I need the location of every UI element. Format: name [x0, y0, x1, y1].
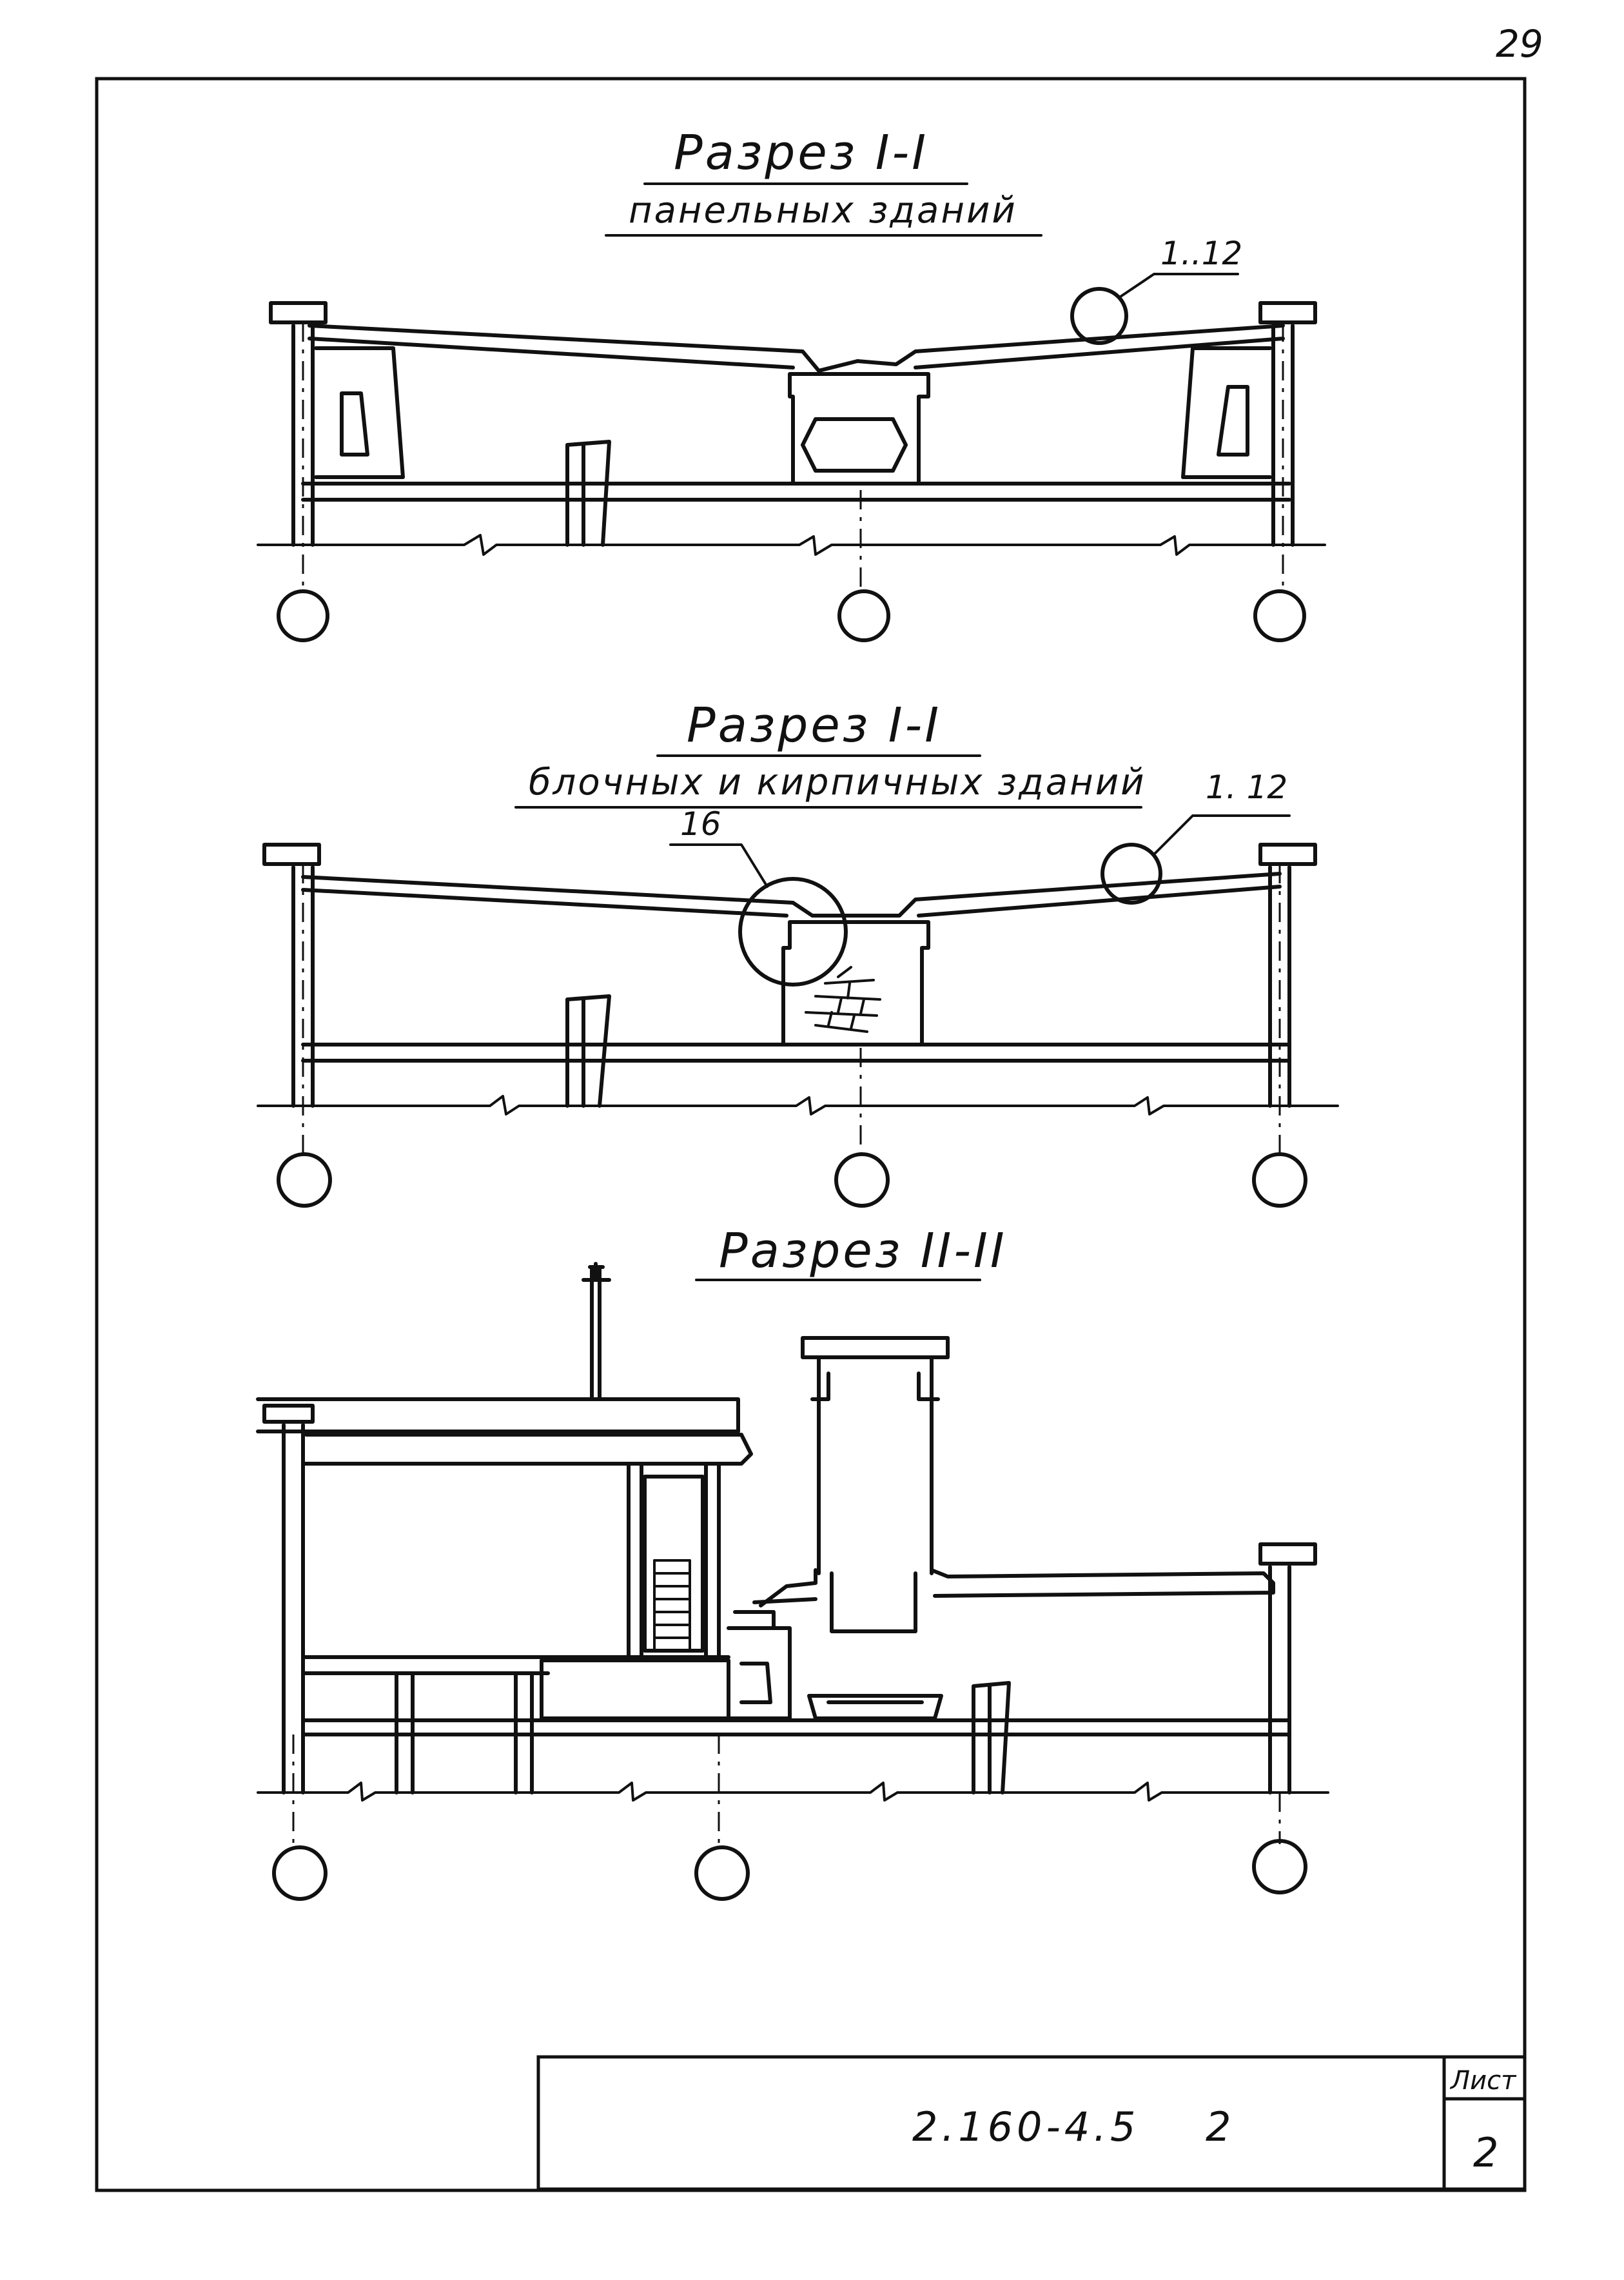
section-2-callout-label: 1. 12 [1206, 769, 1287, 806]
section-3-vent-duct [972, 1681, 1011, 1794]
section-1-roof-slab-right [856, 324, 1285, 369]
section-3-antenna-mast [582, 1262, 611, 1401]
section-1-axis-bubble-right [1253, 589, 1306, 642]
section-3-stair-flight [653, 1559, 691, 1652]
section-2-axis-bubble-left [277, 1152, 332, 1208]
section-3-exhaust-shaft [801, 1336, 950, 1633]
section-1-roof-slab-left [308, 324, 859, 373]
section-2-subtitle: блочных и кирпичных зданий [529, 762, 1146, 803]
section-2-right-parapet [1258, 843, 1317, 866]
section-2-left-wall [291, 865, 315, 1108]
section-1-vent-duct [565, 440, 611, 547]
section-3-upper-floor-slab [301, 1655, 730, 1675]
section-2-roof-slab-left [301, 875, 859, 918]
section-2-axis-bubble-right [1252, 1152, 1307, 1208]
section-2-axis-bubble-center [834, 1152, 890, 1208]
section-1-left-parapet [269, 301, 328, 324]
section-2-detail-16-leader [669, 843, 768, 888]
section-1-right-wall [1271, 324, 1295, 547]
section-3-interior-columns [395, 1671, 534, 1794]
section-2-roof-slab-right [856, 872, 1282, 918]
section-3-machine-unit [540, 1610, 792, 1720]
section-1-left-frame-bracket [314, 346, 405, 479]
section-1-title: Разрез I-I [674, 125, 928, 181]
section-1-ground-line [257, 534, 1326, 556]
section-2-detail-callout-circle [1101, 843, 1162, 905]
section-3-axis-bubble-left [272, 1845, 328, 1901]
section-1-right-frame-bracket [1181, 346, 1272, 479]
section-1-callout-leader [1119, 273, 1239, 298]
section-2-title: Разрез I-I [687, 698, 941, 753]
section-3-axis-bubble-center [694, 1845, 750, 1901]
section-3-right-wall [1268, 1565, 1291, 1794]
section-2-brick-hatching [805, 966, 881, 1033]
section-2: Разрез I-I блочных и кирпичных зданий 16… [257, 698, 1339, 1208]
section-2-ground-line [257, 1095, 1339, 1115]
section-3-axis-bubble-right [1252, 1839, 1307, 1894]
section-2-left-parapet [262, 843, 321, 866]
section-1-callout-label: 1..12 [1160, 235, 1242, 272]
section-1-ridge-block [788, 372, 930, 486]
document-part: 2 [1206, 2103, 1235, 2150]
section-3-stair-core [627, 1462, 721, 1659]
section-1: Разрез I-I панельных зданий 1..12 [257, 125, 1326, 642]
section-3-upper-roof [256, 1397, 753, 1466]
section-2-floor-slab [301, 1043, 1291, 1063]
section-1-detail-callout-circle [1070, 287, 1128, 345]
section-1-axis-bubble-center [837, 589, 890, 642]
section-1-axis-bubble-left [277, 589, 329, 642]
document-code: 2.160-4.5 [912, 2103, 1139, 2150]
section-3-equipment-tray [807, 1694, 943, 1720]
page-number: 29 [1496, 22, 1543, 66]
section-3: Разрез II-II [256, 1223, 1329, 1901]
section-1-right-parapet [1258, 301, 1317, 324]
section-3-right-parapet [1258, 1542, 1317, 1566]
section-2-right-wall [1268, 865, 1291, 1108]
section-1-left-wall [291, 324, 315, 547]
section-2-detail-16-label: 16 [680, 805, 721, 843]
section-2-detail-16-circle [738, 877, 848, 987]
section-1-subtitle: панельных зданий [629, 190, 1017, 231]
title-block: 2.160-4.5 2 Лист 2 [536, 2055, 1527, 2191]
sheet-number: 2 [1473, 2129, 1502, 2176]
title-block-frame [536, 2055, 1527, 2191]
section-2-vent-duct [565, 994, 611, 1108]
section-3-title: Разрез II-II [719, 1223, 1007, 1279]
section-3-ground-line [257, 1782, 1329, 1802]
section-3-left-wall [282, 1423, 305, 1794]
section-2-brick-ridge-block [781, 920, 930, 1047]
section-2-callout-leader [1153, 814, 1291, 856]
section-3-floor-slab [301, 1718, 1291, 1736]
sheet-label: Лист [1449, 2066, 1517, 2096]
section-1-floor-slab [301, 482, 1291, 502]
